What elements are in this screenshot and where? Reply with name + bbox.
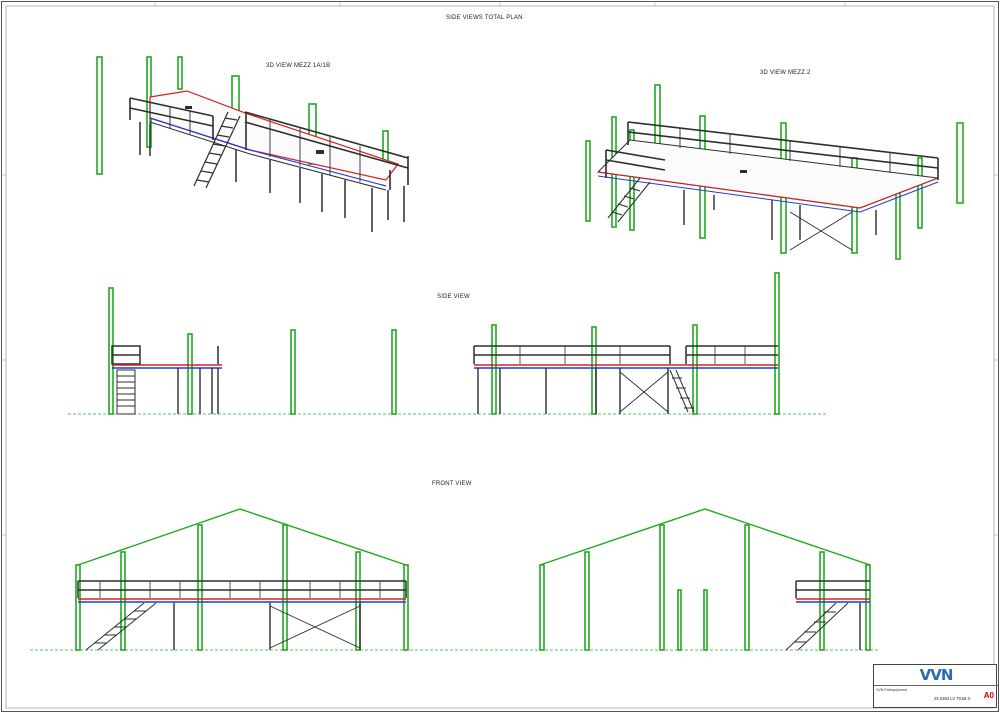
logo-text: VVN <box>919 666 954 684</box>
column-green <box>177 56 183 90</box>
label-front-view: FRONT VIEW <box>432 481 472 487</box>
sheet-main-title: SIDE VIEWS TOTAL PLAN <box>446 15 523 21</box>
label-3d-view-mezz-1: 3D VIEW MEZZ 1A/1B <box>266 63 331 69</box>
drawing-code: 25.0364 LV T01B-3 <box>934 696 970 701</box>
stair-side-right <box>669 369 695 413</box>
stair-3d-1 <box>193 111 241 189</box>
side-view <box>68 272 828 415</box>
column-green <box>895 188 901 260</box>
title-block: VVN VVN Fixtequipment 25.0364 LV T01B-3 … <box>873 664 998 708</box>
column-green <box>96 56 103 175</box>
column-green <box>585 140 591 222</box>
label-3d-view-mezz-2: 3D VIEW MEZZ 2 <box>760 70 811 76</box>
view-3d-mezz-1 <box>96 56 409 232</box>
view-3d-mezz-2 <box>585 84 964 260</box>
deck-outline <box>149 90 399 181</box>
column-green <box>917 157 923 229</box>
border-ticks <box>1 1 999 536</box>
sheet-size: A0 <box>983 691 994 700</box>
stair-front-right <box>785 602 849 651</box>
front-view <box>30 508 880 651</box>
company-logo: VVN <box>874 665 998 686</box>
column-green <box>956 122 964 204</box>
company-name: VVN Fixtequipment <box>876 688 907 692</box>
label-side-view: SIDE VIEW <box>437 294 470 300</box>
stair-front-left <box>85 602 157 651</box>
stair-3d-2 <box>607 177 651 223</box>
stair-side-left <box>116 369 136 415</box>
